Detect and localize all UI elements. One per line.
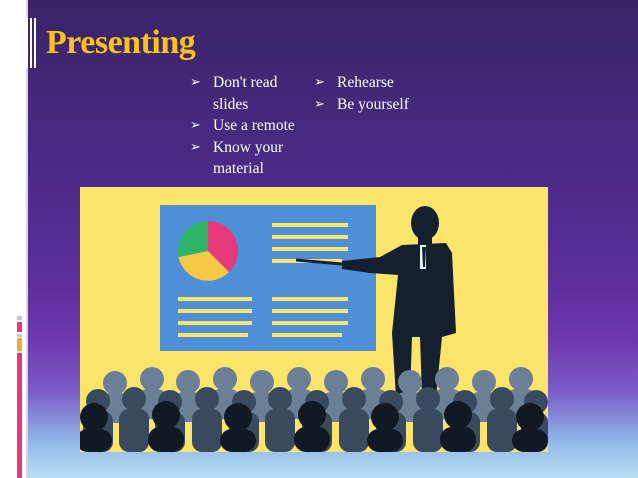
presenter-silhouette [342,206,456,397]
bullet-text: Rehearse [337,74,394,91]
slide-title: Presenting [46,24,196,61]
decor-bar [17,338,22,351]
presentation-board [160,205,376,351]
arrow-bullet-icon: ➢ [190,75,201,90]
decor-bar [17,353,22,478]
list-item: ➢ Be yourself [314,94,454,116]
arrow-bullet-icon: ➢ [190,118,201,133]
audience-front-row [80,401,548,452]
arrow-bullet-icon: ➢ [314,96,325,112]
slide-corner-icon [20,18,36,68]
bullet-text: Know your material [213,138,284,178]
arrow-bullet-icon: ➢ [190,139,201,155]
presenter-illustration [80,187,548,452]
decor-bar [17,334,22,337]
pointer-stick [295,258,343,266]
left-strip-divider [26,0,28,478]
board-text-lines [178,223,348,337]
pie-chart-icon [177,220,239,281]
decor-bar [17,316,22,320]
bullet-column-1: ➢ Don't read slides ➢ Use a remote ➢ Kno… [190,72,315,180]
list-item: ➢ Use a remote [190,115,315,137]
bullet-text: Be yourself [337,95,409,113]
decor-bar [17,322,22,332]
bullet-text: Don't read slides [213,74,278,113]
bullet-text: Use a remote [213,117,295,134]
arrow-bullet-icon: ➢ [314,75,325,90]
bullet-column-2: ➢ Rehearse ➢ Be yourself [314,72,454,115]
list-item: ➢ Rehearse [314,72,454,94]
list-item: ➢ Don't read slides [190,72,315,115]
left-decorative-strip [0,0,26,478]
list-item: ➢ Know your material [190,137,315,180]
